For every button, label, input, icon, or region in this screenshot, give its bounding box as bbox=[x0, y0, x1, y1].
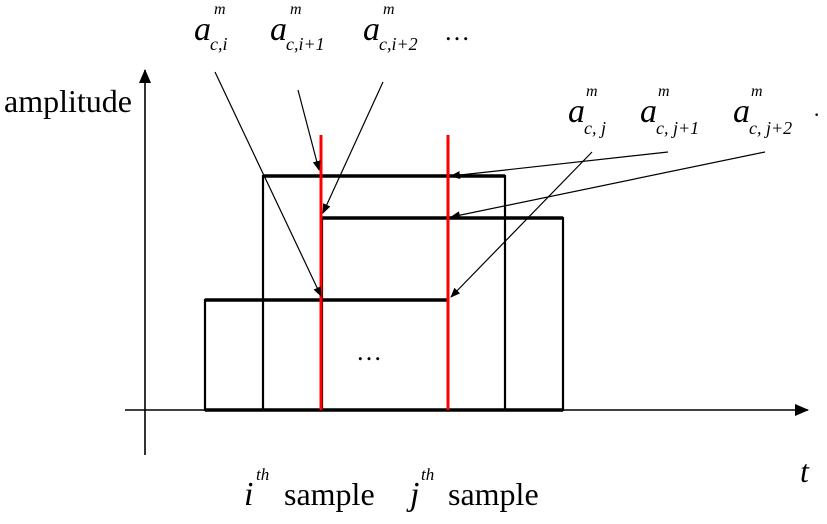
svg-text:m: m bbox=[383, 1, 395, 18]
svg-text:c,i: c,i bbox=[210, 34, 228, 54]
svg-text:c, j+1: c, j+1 bbox=[656, 118, 699, 138]
svg-text:a: a bbox=[194, 11, 211, 48]
arrow-ci-to-i-low bbox=[214, 71, 322, 297]
symbol-a-c-i-plus-1: a m c,i+1 bbox=[270, 1, 325, 54]
y-axis-label: amplitude bbox=[4, 83, 132, 119]
symbol-a-c-i: a m c,i bbox=[194, 1, 228, 54]
svg-text:a: a bbox=[568, 93, 585, 130]
right-trailing-dot: · bbox=[813, 102, 820, 127]
svg-text:sample: sample bbox=[284, 476, 375, 512]
arrow-cj2-to-j-mid bbox=[450, 151, 766, 220]
svg-text:th: th bbox=[421, 465, 434, 484]
j-th-sample-label: j th sample bbox=[406, 465, 539, 513]
svg-text:c,i+1: c,i+1 bbox=[286, 34, 325, 54]
arrow-ci1-to-i-top bbox=[297, 89, 321, 171]
symbol-a-c-j-plus-1: a m c, j+1 bbox=[640, 83, 699, 138]
symbol-a-c-i-plus-2: a m c,i+2 bbox=[363, 1, 418, 54]
svg-text:m: m bbox=[214, 1, 226, 18]
svg-text:m: m bbox=[290, 1, 302, 18]
arrow-cj-to-j-low bbox=[450, 151, 593, 298]
arrow-ci2-to-i-mid bbox=[322, 81, 384, 214]
svg-text:c, j+2: c, j+2 bbox=[749, 118, 792, 138]
middle-ellipsis: … bbox=[356, 337, 382, 366]
svg-text:a: a bbox=[270, 11, 287, 48]
svg-text:sample: sample bbox=[448, 476, 539, 512]
x-axis-label: t bbox=[800, 453, 810, 489]
top-ellipsis: … bbox=[444, 17, 470, 46]
svg-text:i: i bbox=[244, 476, 253, 513]
svg-text:th: th bbox=[256, 465, 269, 484]
middle-pulse-rect bbox=[320, 216, 565, 412]
symbol-a-c-j: a m c, j bbox=[568, 83, 606, 138]
lower-pulse-rect bbox=[203, 298, 450, 412]
symbol-a-c-j-plus-2: a m c, j+2 bbox=[733, 83, 792, 138]
svg-text:c, j: c, j bbox=[584, 118, 606, 138]
i-th-sample-label: i th sample bbox=[244, 465, 375, 513]
tall-pulse-rect bbox=[261, 174, 507, 412]
arrow-cj1-to-j-top bbox=[450, 151, 669, 179]
svg-text:m: m bbox=[751, 83, 763, 100]
svg-text:m: m bbox=[586, 83, 598, 100]
svg-text:j: j bbox=[406, 476, 419, 513]
svg-text:a: a bbox=[733, 93, 750, 130]
svg-text:c,i+2: c,i+2 bbox=[379, 34, 418, 54]
svg-text:a: a bbox=[640, 93, 657, 130]
svg-text:a: a bbox=[363, 11, 380, 48]
svg-text:m: m bbox=[658, 83, 670, 100]
